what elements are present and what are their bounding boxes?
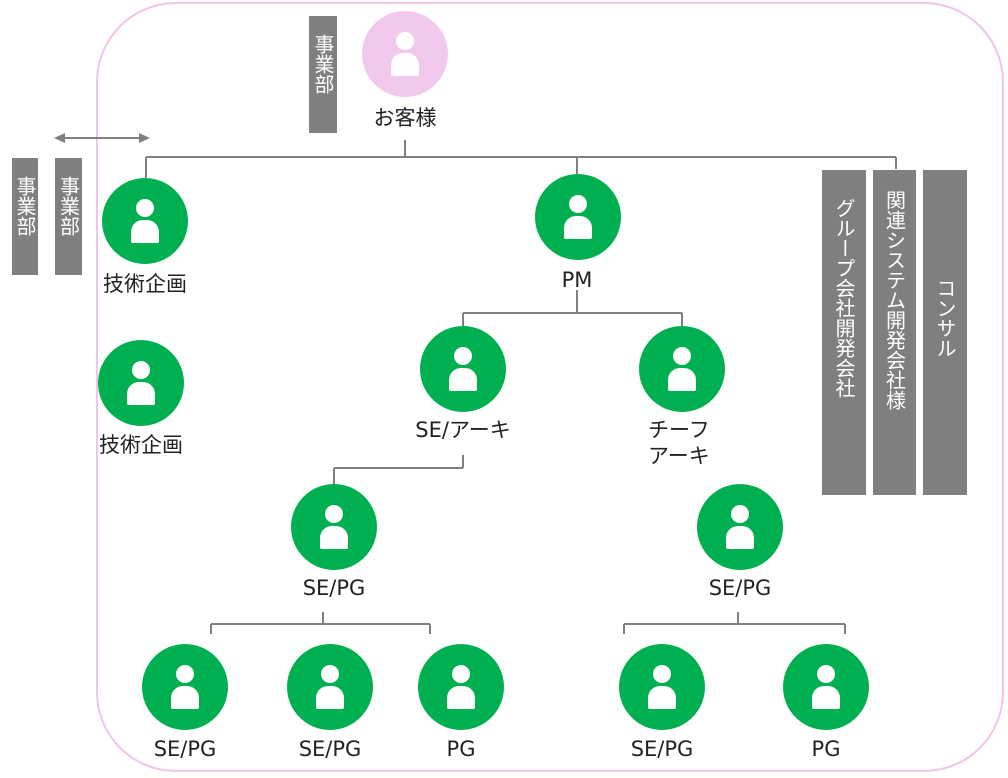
customer-node (362, 11, 448, 97)
division-box-left2: 事業部 (55, 158, 82, 275)
pg-node-2 (783, 644, 869, 730)
planning-label-1: 技術企画 (103, 272, 187, 296)
se-pg-label-1: SE/PG (153, 737, 217, 761)
double-arrow (54, 133, 150, 143)
division-box-left1: 事業部 (12, 158, 38, 275)
se-arch-connector (333, 455, 464, 484)
planning-node-2 (98, 340, 184, 426)
se-pg-right-connector (623, 612, 846, 634)
consulting-box: コンサル (923, 170, 967, 495)
se-pg-left-label: SE/PG (302, 576, 366, 600)
person-icon (645, 665, 679, 709)
related-system-company-box: 関連システム開発会社様 (873, 170, 916, 495)
person-icon (313, 665, 347, 709)
pg-label-1: PG (446, 737, 476, 761)
person-icon (444, 665, 478, 709)
se-pg-right-node (697, 484, 783, 570)
se-pg-label-2: SE/PG (298, 737, 362, 761)
pm-label: PM (561, 268, 593, 292)
chief-arch-label: チーフ アーキ (648, 418, 710, 468)
pg-label-2: PG (811, 737, 841, 761)
person-icon (446, 347, 480, 391)
customer-connector (145, 140, 897, 178)
chief-arch-node (639, 326, 725, 412)
se-pg-right-label: SE/PG (708, 576, 772, 600)
customer-label: お客様 (373, 106, 437, 130)
planning-label-2: 技術企画 (99, 433, 183, 457)
se-arch-node (420, 326, 506, 412)
se-pg-node-3 (619, 644, 705, 730)
division-box-top: 事業部 (309, 16, 337, 133)
person-icon (561, 195, 595, 239)
person-icon (317, 505, 351, 549)
person-icon (168, 665, 202, 709)
se-pg-node-1 (142, 644, 228, 730)
person-icon (388, 32, 422, 76)
person-icon (128, 199, 162, 243)
person-icon (665, 347, 699, 391)
se-pg-left-node (291, 484, 377, 570)
pm-node (535, 174, 621, 260)
person-icon (723, 505, 757, 549)
organization-frame (96, 2, 1004, 772)
se-arch-label: SE/アーキ (415, 418, 511, 442)
person-icon (124, 361, 158, 405)
planning-node-1 (102, 178, 188, 264)
pg-node-1 (418, 644, 504, 730)
se-pg-label-3: SE/PG (630, 737, 694, 761)
group-company-box: グループ会社開発会社 (822, 170, 866, 495)
se-pg-node-2 (287, 644, 373, 730)
person-icon (809, 665, 843, 709)
se-pg-left-connector (210, 612, 431, 634)
pm-connector (462, 290, 683, 326)
